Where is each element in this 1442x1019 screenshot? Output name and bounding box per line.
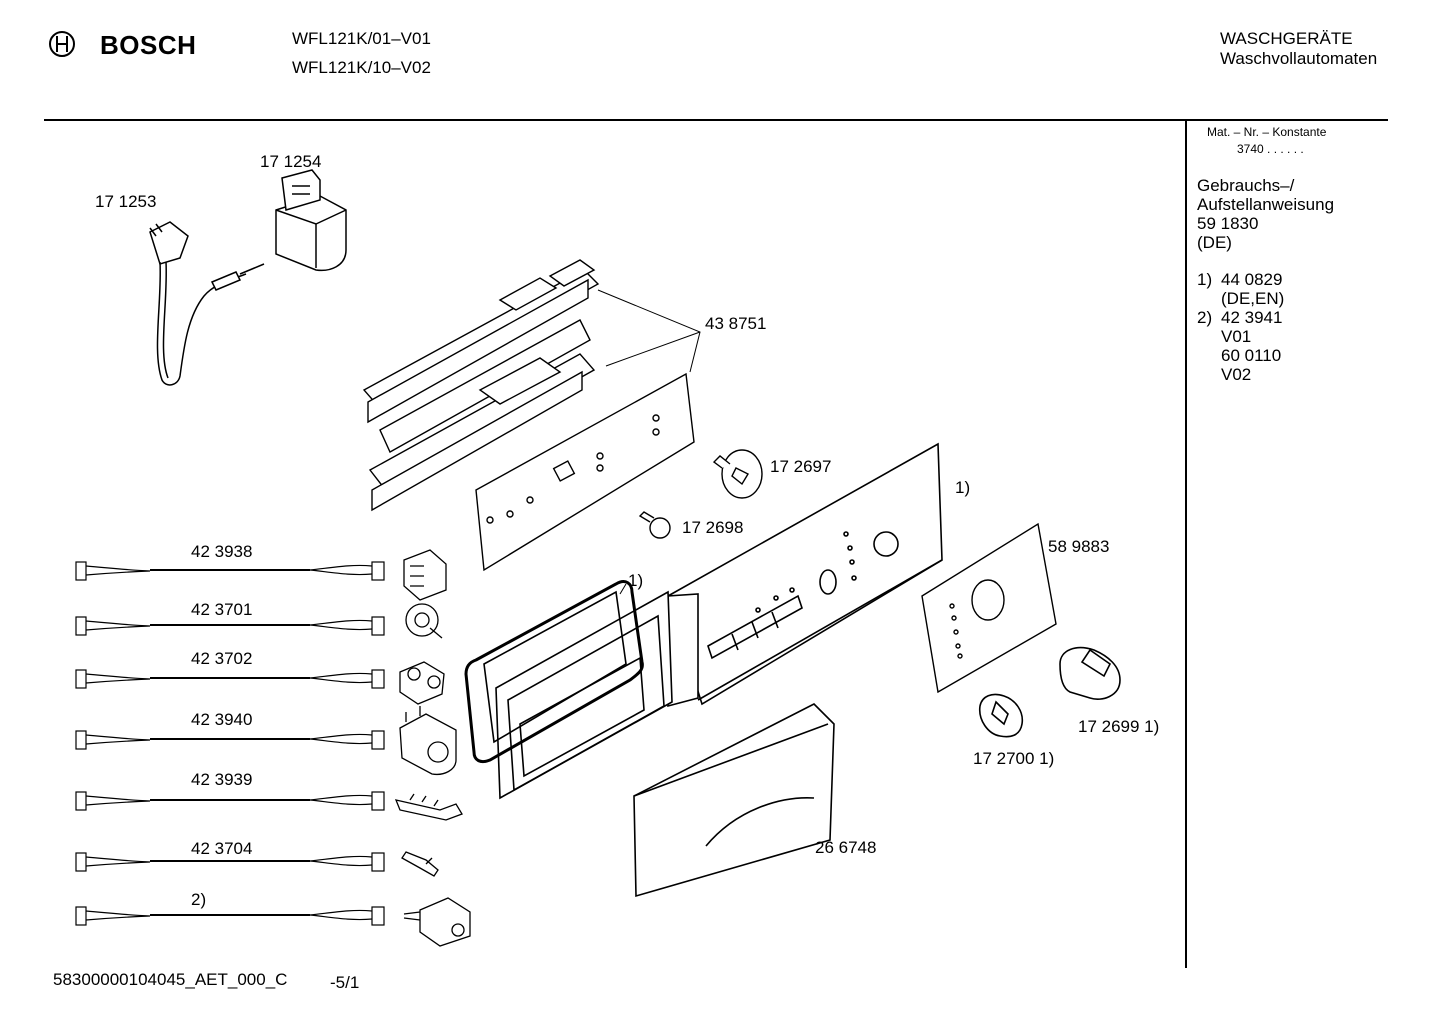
harness-row-6 <box>75 852 385 872</box>
door-lock-icon <box>403 549 447 601</box>
harness-row-3 <box>75 669 385 689</box>
program-knob-drawing <box>1059 646 1121 700</box>
part-label-171253: 17 1253 <box>95 192 157 211</box>
harness-label: 42 3939 <box>191 770 253 789</box>
note-1-language: (DE,EN) <box>1221 289 1285 308</box>
harness-drawings <box>75 561 385 926</box>
harness-label: 42 3704 <box>191 839 253 858</box>
part-label-172699: 17 2699 1) <box>1078 717 1160 736</box>
harness-row-2 <box>75 616 385 636</box>
part-label-172700: 17 2700 1) <box>973 749 1055 768</box>
category-subtitle: Waschvollautomaten <box>1220 49 1378 68</box>
power-cord-drawing <box>149 221 265 386</box>
pressure-switch-icon <box>405 603 443 639</box>
note-1-marker: 1) <box>1197 270 1213 289</box>
note-2-marker: 2) <box>1197 308 1213 327</box>
part-label-438751: 43 8751 <box>705 314 767 333</box>
part-label-589883: 58 9883 <box>1048 537 1110 556</box>
spindle-drawing <box>638 449 763 539</box>
manual-number: 59 1830 <box>1197 214 1259 233</box>
note-2-number-2: 60 0110 <box>1221 346 1282 365</box>
front-panel-drawing <box>667 442 943 708</box>
motor-icon <box>403 897 471 947</box>
part-label-171254: 17 1254 <box>260 152 322 171</box>
harness-label: 42 3940 <box>191 710 253 729</box>
model-number-1: WFL121K/01–V01 <box>292 29 431 48</box>
mat-number-title: Mat. – Nr. – Konstante <box>1207 125 1327 139</box>
category-title: WASCHGERÄTE <box>1220 29 1353 48</box>
harness-row-1 <box>75 561 385 581</box>
page-number: -5/1 <box>330 973 360 992</box>
seal-footnote-marker: 1) <box>628 571 644 590</box>
harness-label: 42 3702 <box>191 649 253 668</box>
model-number-2: WFL121K/10–V02 <box>292 58 431 77</box>
sensor-icon <box>401 851 439 877</box>
seal-leader <box>619 583 627 595</box>
drawer-handle-drawing <box>633 703 835 898</box>
drawer-housing-drawing <box>464 580 673 800</box>
harness-label: 42 3701 <box>191 600 253 619</box>
note-2-version-1: V01 <box>1221 327 1252 346</box>
part-label-172698: 17 2698 <box>682 518 744 537</box>
manual-language: (DE) <box>1197 233 1232 252</box>
harness-row-5 <box>75 791 385 811</box>
control-module-drawing <box>362 259 695 572</box>
note-1-number: 44 0829 <box>1221 270 1283 289</box>
note-2-version-2: V02 <box>1221 365 1252 384</box>
mat-number-value: 3740 . . . . . . <box>1237 142 1304 156</box>
part-label-266748: 26 6748 <box>815 838 877 857</box>
brand-logo-text: BOSCH <box>100 30 197 60</box>
panel-insert-drawing <box>921 522 1057 694</box>
interference-filter-drawing <box>275 169 347 272</box>
part-label-172697: 17 2697 <box>770 457 832 476</box>
harness-row-4 <box>75 730 385 750</box>
valve-icon <box>399 661 445 705</box>
selector-knob-drawing <box>978 693 1024 738</box>
bosch-logo-icon <box>49 31 75 57</box>
pump-icon <box>399 706 457 776</box>
harness-label: 42 3938 <box>191 542 253 561</box>
document-id: 58300000104045_AET_000_C <box>53 970 288 989</box>
harness-row-7 <box>75 906 385 926</box>
heater-icon <box>394 793 463 821</box>
panel-footnote-marker: 1) <box>955 478 971 497</box>
note-2-number: 42 3941 <box>1221 308 1283 327</box>
manual-line-2: Aufstellanweisung <box>1197 195 1335 214</box>
harness-label: 2) <box>191 890 207 909</box>
leader-438751-a <box>597 289 701 373</box>
component-drawings <box>394 549 471 947</box>
manual-line-1: Gebrauchs–/ <box>1197 176 1295 195</box>
